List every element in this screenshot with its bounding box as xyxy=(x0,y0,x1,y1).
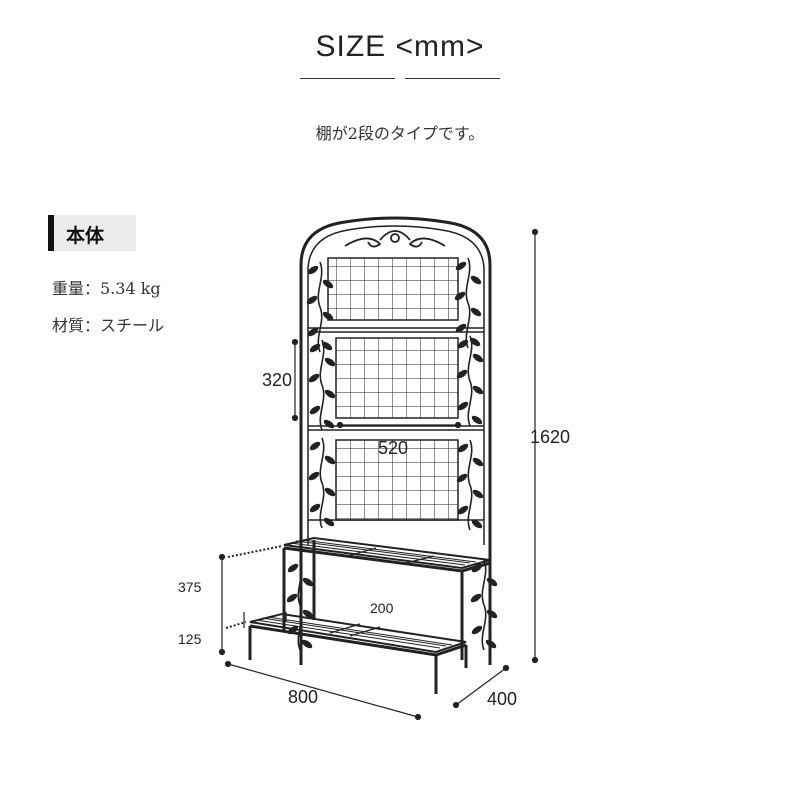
panel-bars xyxy=(308,327,484,521)
leaf-vine-7 xyxy=(468,559,500,651)
leaf-vine-6 xyxy=(454,439,486,531)
grid-panel-bottom xyxy=(335,439,459,521)
material-spec: 材質：スチール xyxy=(52,316,165,335)
dim-upper-shelf-height: 375 xyxy=(178,579,202,595)
dim-panel-width: 520 xyxy=(378,438,409,458)
dim-shelf-depth: 200 xyxy=(370,600,394,616)
title-underline-right xyxy=(405,78,500,79)
section-heading-label: 本体 xyxy=(66,225,105,247)
upper-shelf xyxy=(282,536,491,660)
crest-scroll xyxy=(344,230,446,248)
lower-shelf xyxy=(248,612,468,694)
leaf-vine-3 xyxy=(306,339,338,431)
dim-depth: 400 xyxy=(487,689,518,709)
dim-panel-height: 320 xyxy=(262,370,293,390)
page-title: SIZE <mm> xyxy=(315,30,485,63)
section-heading: 本体 xyxy=(48,215,136,251)
leaf-vine-5 xyxy=(306,437,338,529)
dim-lower-shelf-height: 125 xyxy=(178,631,202,647)
dim-width: 800 xyxy=(288,687,319,707)
grid-panel-middle xyxy=(335,337,459,419)
grid-panel-top xyxy=(327,257,459,321)
trellis-frame xyxy=(299,216,492,665)
leaf-vine-4 xyxy=(454,335,486,427)
weight-spec: 重量：5.34 kg xyxy=(52,279,161,298)
dim-total-height: 1620 xyxy=(530,427,571,447)
subtitle: 棚が2段のタイプです。 xyxy=(315,124,485,143)
title-underline-left xyxy=(300,78,395,79)
dimension-lines xyxy=(218,228,539,721)
